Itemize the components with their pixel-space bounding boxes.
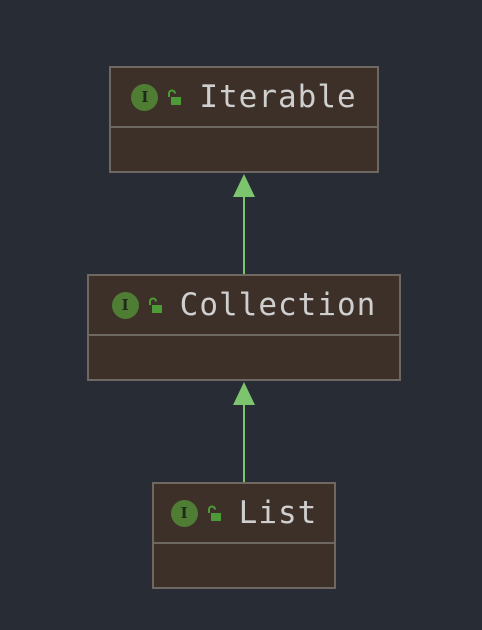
unlocked-padlock-icon bbox=[168, 89, 182, 105]
node-name: Collection bbox=[179, 287, 377, 323]
node-collection[interactable]: I Collection bbox=[87, 274, 401, 381]
unlocked-padlock-icon bbox=[148, 297, 162, 313]
arrowhead-icon bbox=[233, 382, 255, 405]
node-body bbox=[154, 544, 334, 587]
interface-badge-icon: I bbox=[111, 291, 139, 319]
node-header: I List bbox=[154, 484, 334, 544]
arrowhead-icon bbox=[233, 174, 255, 197]
node-header: I Iterable bbox=[111, 68, 377, 128]
node-body bbox=[111, 128, 377, 171]
node-name: Iterable bbox=[199, 79, 357, 115]
node-list[interactable]: I List bbox=[152, 482, 336, 589]
unlocked-padlock-icon bbox=[207, 505, 221, 521]
interface-badge-icon: I bbox=[131, 83, 159, 111]
interface-badge-icon: I bbox=[170, 499, 198, 527]
node-name: List bbox=[238, 495, 318, 531]
node-body bbox=[89, 336, 399, 379]
edge-list-to-collection bbox=[233, 382, 255, 482]
node-iterable[interactable]: I Iterable bbox=[109, 66, 379, 173]
edge-collection-to-iterable bbox=[233, 174, 255, 274]
node-header: I Collection bbox=[89, 276, 399, 336]
